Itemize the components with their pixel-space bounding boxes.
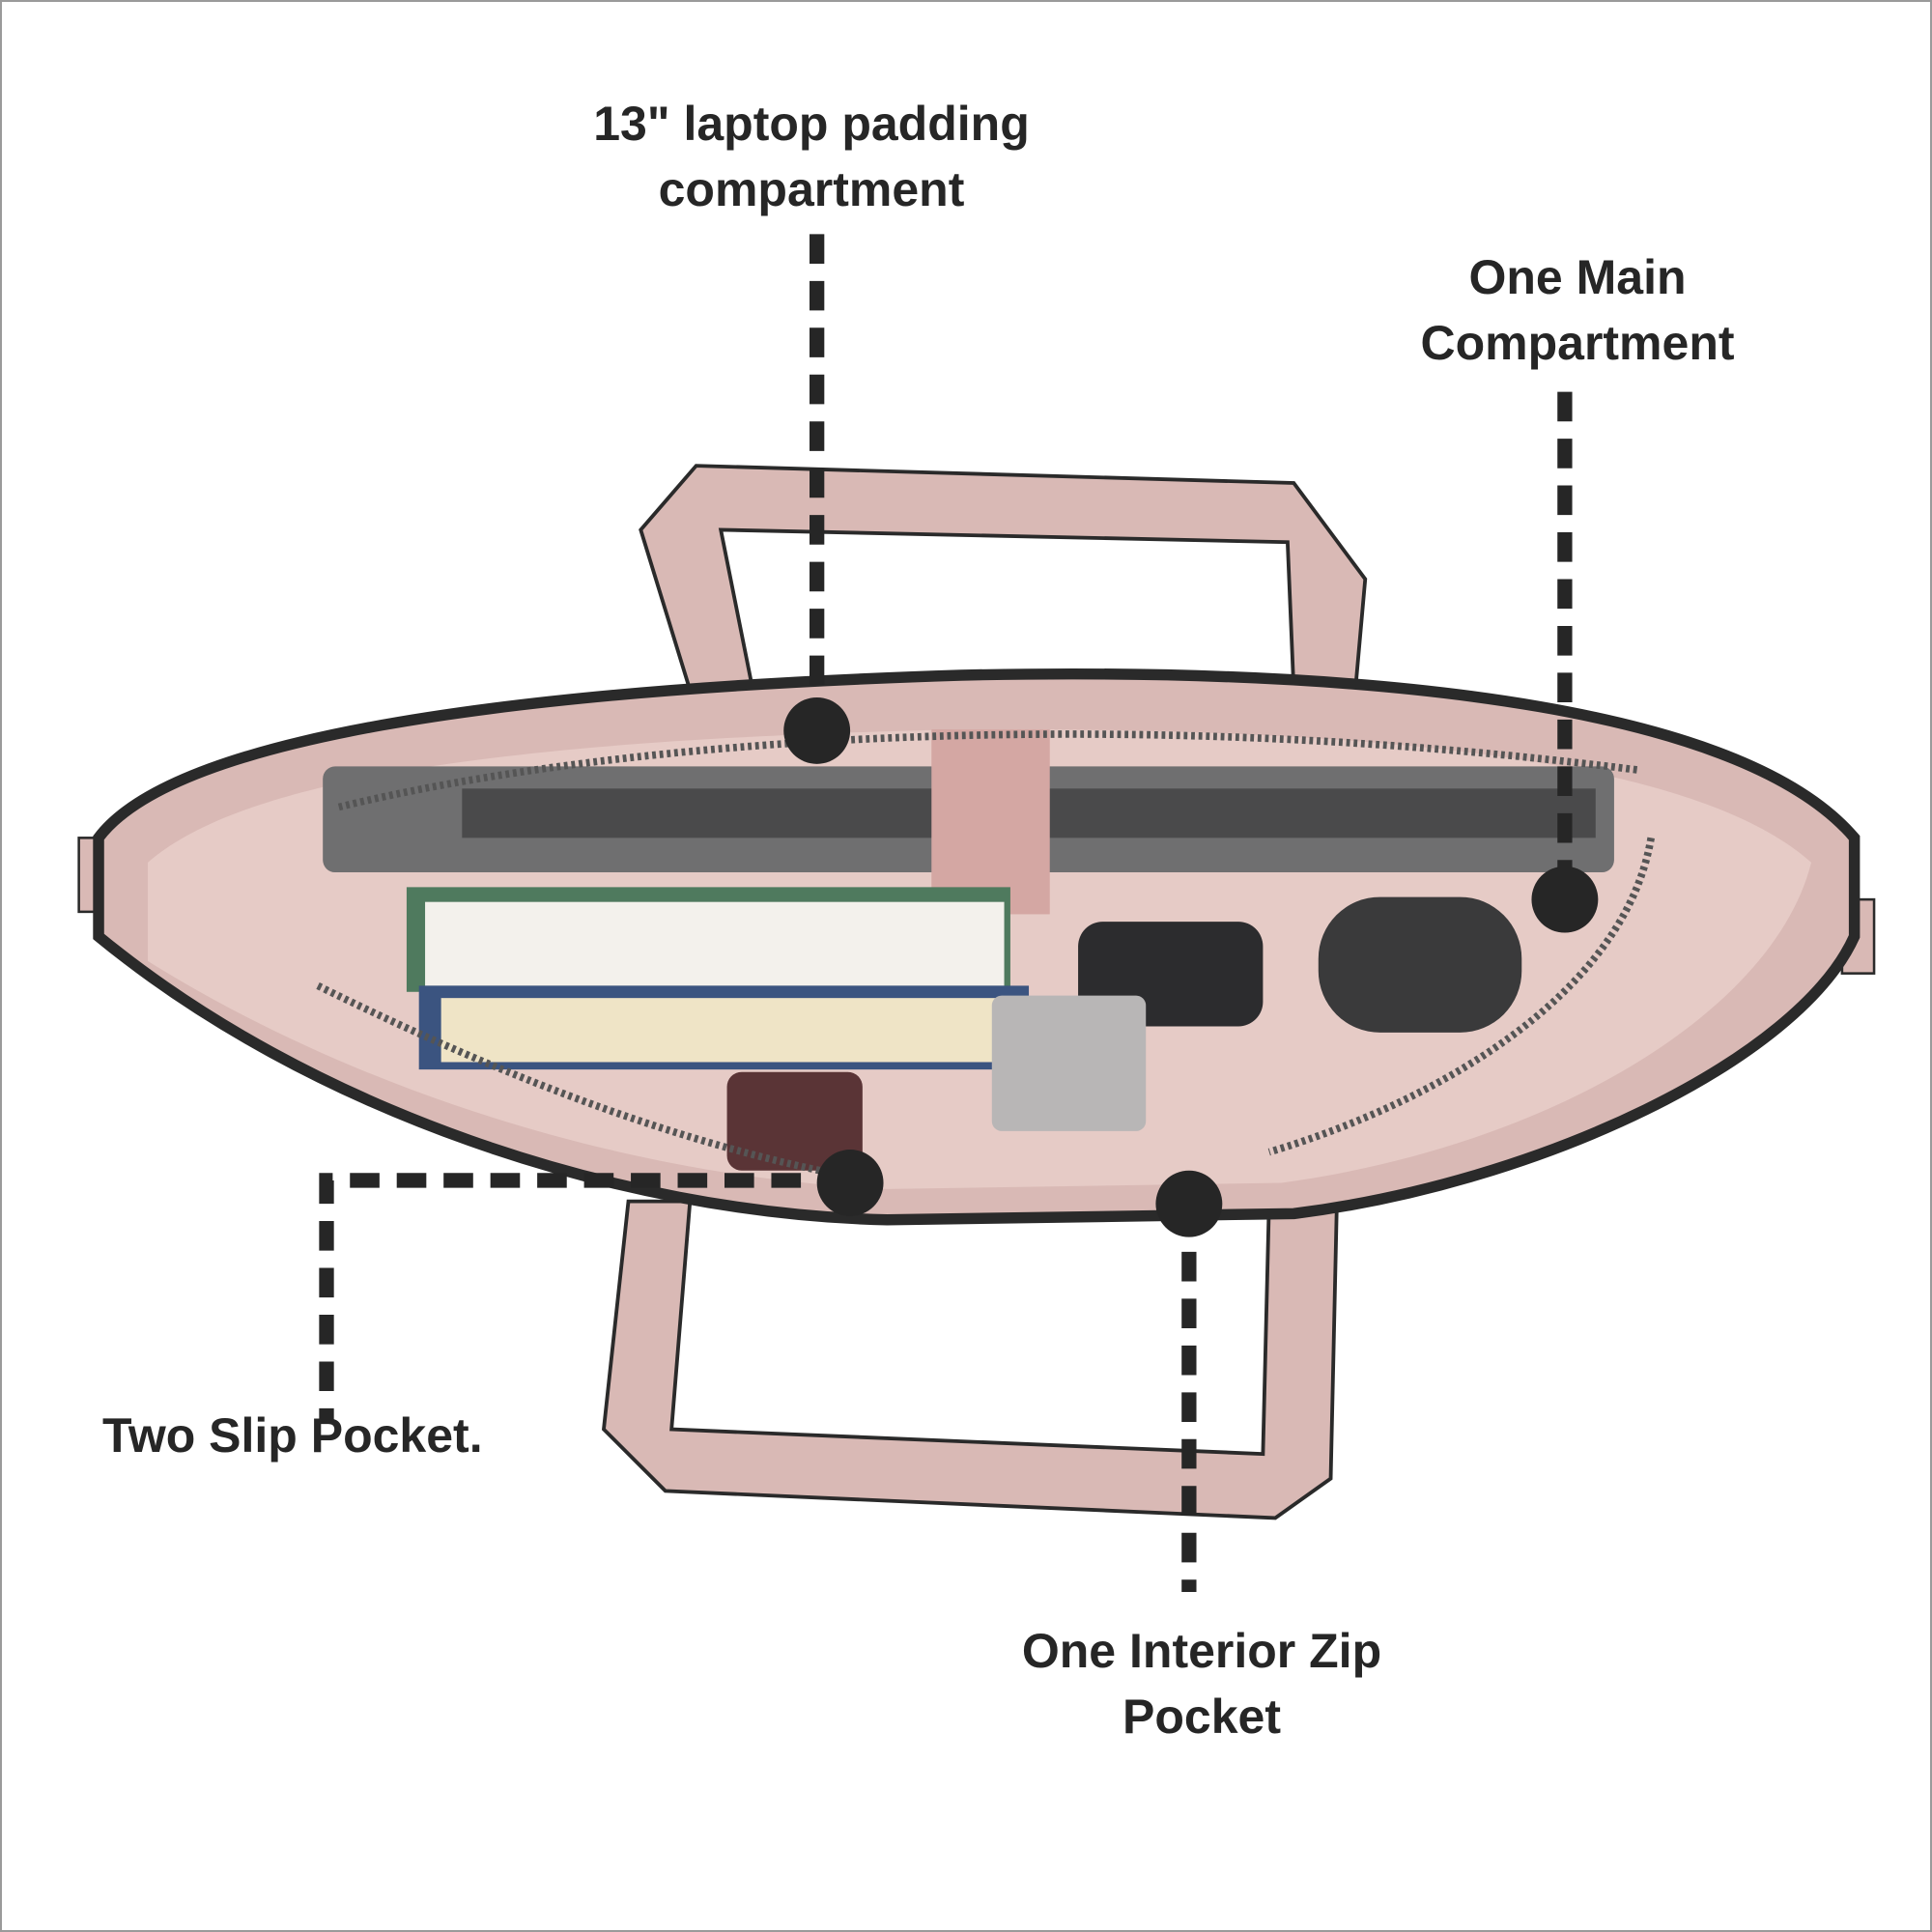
books (406, 887, 1030, 1070)
leader-lines (319, 234, 1573, 1592)
callout-zip-line2: Pocket (1122, 1690, 1281, 1744)
dot-laptop (783, 696, 851, 764)
dot-main (1531, 866, 1599, 933)
laptop-strap (931, 729, 1050, 915)
callout-main-line1: One Main (1468, 250, 1687, 304)
callout-main-line2: Compartment (1420, 316, 1735, 370)
callout-main-compartment: One Main Compartment (1288, 244, 1867, 376)
leader-slip (319, 1173, 848, 1420)
callout-laptop-compartment: 13" laptop padding compartment (425, 91, 1198, 222)
dot-zip (1155, 1170, 1223, 1237)
top-handle (639, 464, 1368, 693)
callout-interior-zip-pocket: One Interior Zip Pocket (912, 1618, 1492, 1749)
charger (991, 995, 1147, 1131)
zipper-top (337, 730, 1639, 811)
dot-slip (816, 1150, 884, 1216)
callout-laptop-line2: compartment (658, 162, 965, 216)
callout-zip-line1: One Interior Zip (1021, 1624, 1382, 1678)
callout-dots (783, 696, 1599, 1237)
bottom-handle (601, 1199, 1339, 1520)
callout-slip-pocket: Two Slip Pocket. (102, 1403, 483, 1468)
callout-slip-text: Two Slip Pocket. (102, 1408, 483, 1463)
bottle (1318, 896, 1522, 1033)
callout-laptop-line1: 13" laptop padding (593, 97, 1030, 151)
cosmetics (726, 1071, 863, 1171)
zipper-bottom (316, 837, 1655, 1180)
